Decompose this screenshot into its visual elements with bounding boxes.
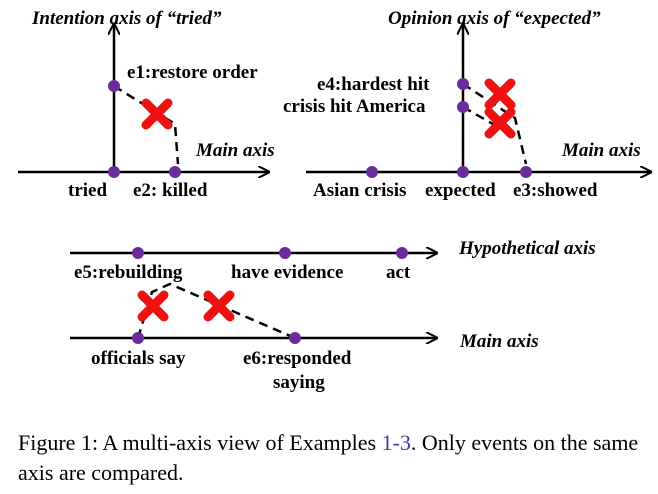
event-node-icon — [132, 332, 144, 344]
multi-axis-figure: Intention axis of “tried” e1:restore ord… — [18, 8, 658, 393]
red-cross-icon — [208, 295, 230, 317]
opinion-axis-title: Opinion axis of “expected” — [388, 8, 601, 29]
event-node-icon — [457, 101, 469, 113]
event-e1-label: e1:restore order — [127, 62, 258, 83]
event-node-icon — [108, 166, 120, 178]
event-e6-label: e6:responded — [243, 348, 352, 369]
event-node-icon — [366, 166, 378, 178]
event-have-evidence-label: have evidence — [231, 262, 343, 283]
panel-hypothetical: Hypothetical axis e5:rebuilding have evi… — [70, 238, 596, 393]
event-expected-label: expected — [425, 180, 496, 201]
main-axis-label: Main axis — [459, 331, 539, 352]
event-act-label: act — [386, 262, 411, 283]
event-asian-crisis-label: Asian crisis — [313, 180, 406, 201]
caption-prefix: Figure 1: A multi-axis view of Examples — [18, 430, 382, 455]
event-crisis-label: crisis hit America — [283, 96, 426, 117]
event-node-icon — [279, 247, 291, 259]
dashed-link — [113, 84, 180, 165]
event-node-icon — [169, 166, 181, 178]
main-axis-label: Main axis — [561, 140, 641, 161]
event-node-icon — [457, 166, 469, 178]
event-e2-label: e2: killed — [133, 180, 208, 201]
panel-opinion: Opinion axis of “expected” e4:hardest hi… — [283, 8, 650, 201]
figure-caption: Figure 1: A multi-axis view of Examples … — [18, 428, 648, 488]
event-node-icon — [457, 78, 469, 90]
hypothetical-axis-label: Hypothetical axis — [458, 238, 596, 259]
event-e5-label: e5:rebuilding — [74, 262, 183, 283]
panel-intention: Intention axis of “tried” e1:restore ord… — [18, 8, 275, 201]
dashed-link — [136, 282, 296, 340]
intention-axis-title: Intention axis of “tried” — [31, 8, 222, 29]
event-node-icon — [108, 80, 120, 92]
event-node-icon — [396, 247, 408, 259]
dashed-link — [462, 82, 528, 165]
event-node-icon — [289, 332, 301, 344]
example-reference-link[interactable]: 1-3 — [381, 430, 411, 455]
event-tried-label: tried — [68, 180, 107, 201]
event-node-icon — [520, 166, 532, 178]
event-officials-say-label: officials say — [91, 348, 186, 369]
red-cross-icon — [146, 103, 168, 125]
event-e3-label: e3:showed — [513, 180, 598, 201]
event-e4-label: e4:hardest hit — [317, 74, 430, 95]
red-cross-icon — [489, 83, 511, 105]
event-e6-label-line2: saying — [273, 372, 325, 393]
main-axis-label: Main axis — [195, 140, 275, 161]
red-cross-icon — [142, 295, 164, 317]
caption-suffix: . Only events on the same axis are compa… — [18, 430, 639, 485]
event-node-icon — [132, 247, 144, 259]
